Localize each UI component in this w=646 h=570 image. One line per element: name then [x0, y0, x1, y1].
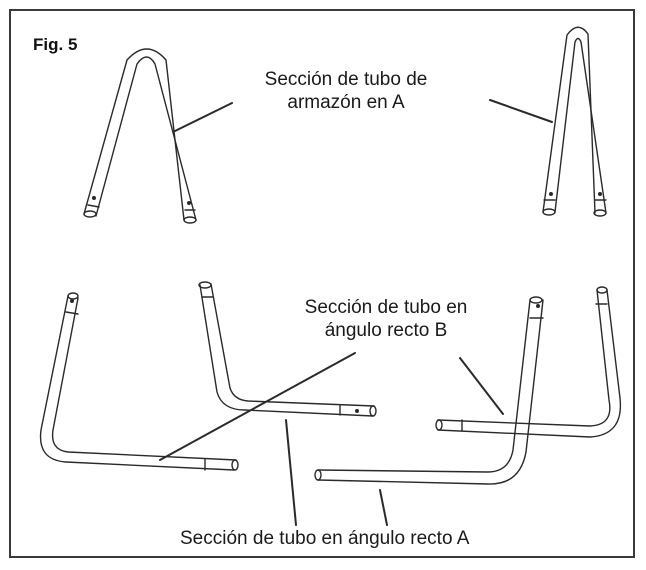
right-angle-tube-middle [198, 281, 377, 417]
callout-right-angle-b: Sección de tubo en ángulo recto B [276, 296, 496, 342]
figure-frame [9, 9, 635, 558]
leader-lines [159, 99, 553, 526]
right-angle-tube-right [435, 286, 622, 438]
callout-right-angle-b-line1: Sección de tubo en [304, 297, 468, 318]
right-angle-tube-front [314, 296, 544, 485]
callout-right-angle-a: Sección de tubo en ángulo recto A [180, 528, 470, 549]
callout-frame-a-line2: armazón en A [287, 92, 405, 113]
figure-label: Fig. 5 [33, 35, 78, 54]
callout-frame-a: Sección de tubo de armazón en A [236, 68, 456, 114]
right-angle-tube-left [39, 292, 239, 471]
a-frame-tube-left [83, 48, 197, 224]
callout-right-angle-b-line2: ángulo recto B [324, 320, 448, 341]
callout-frame-a-line1: Sección de tubo de [264, 69, 428, 90]
a-frame-tube-right [542, 26, 607, 217]
